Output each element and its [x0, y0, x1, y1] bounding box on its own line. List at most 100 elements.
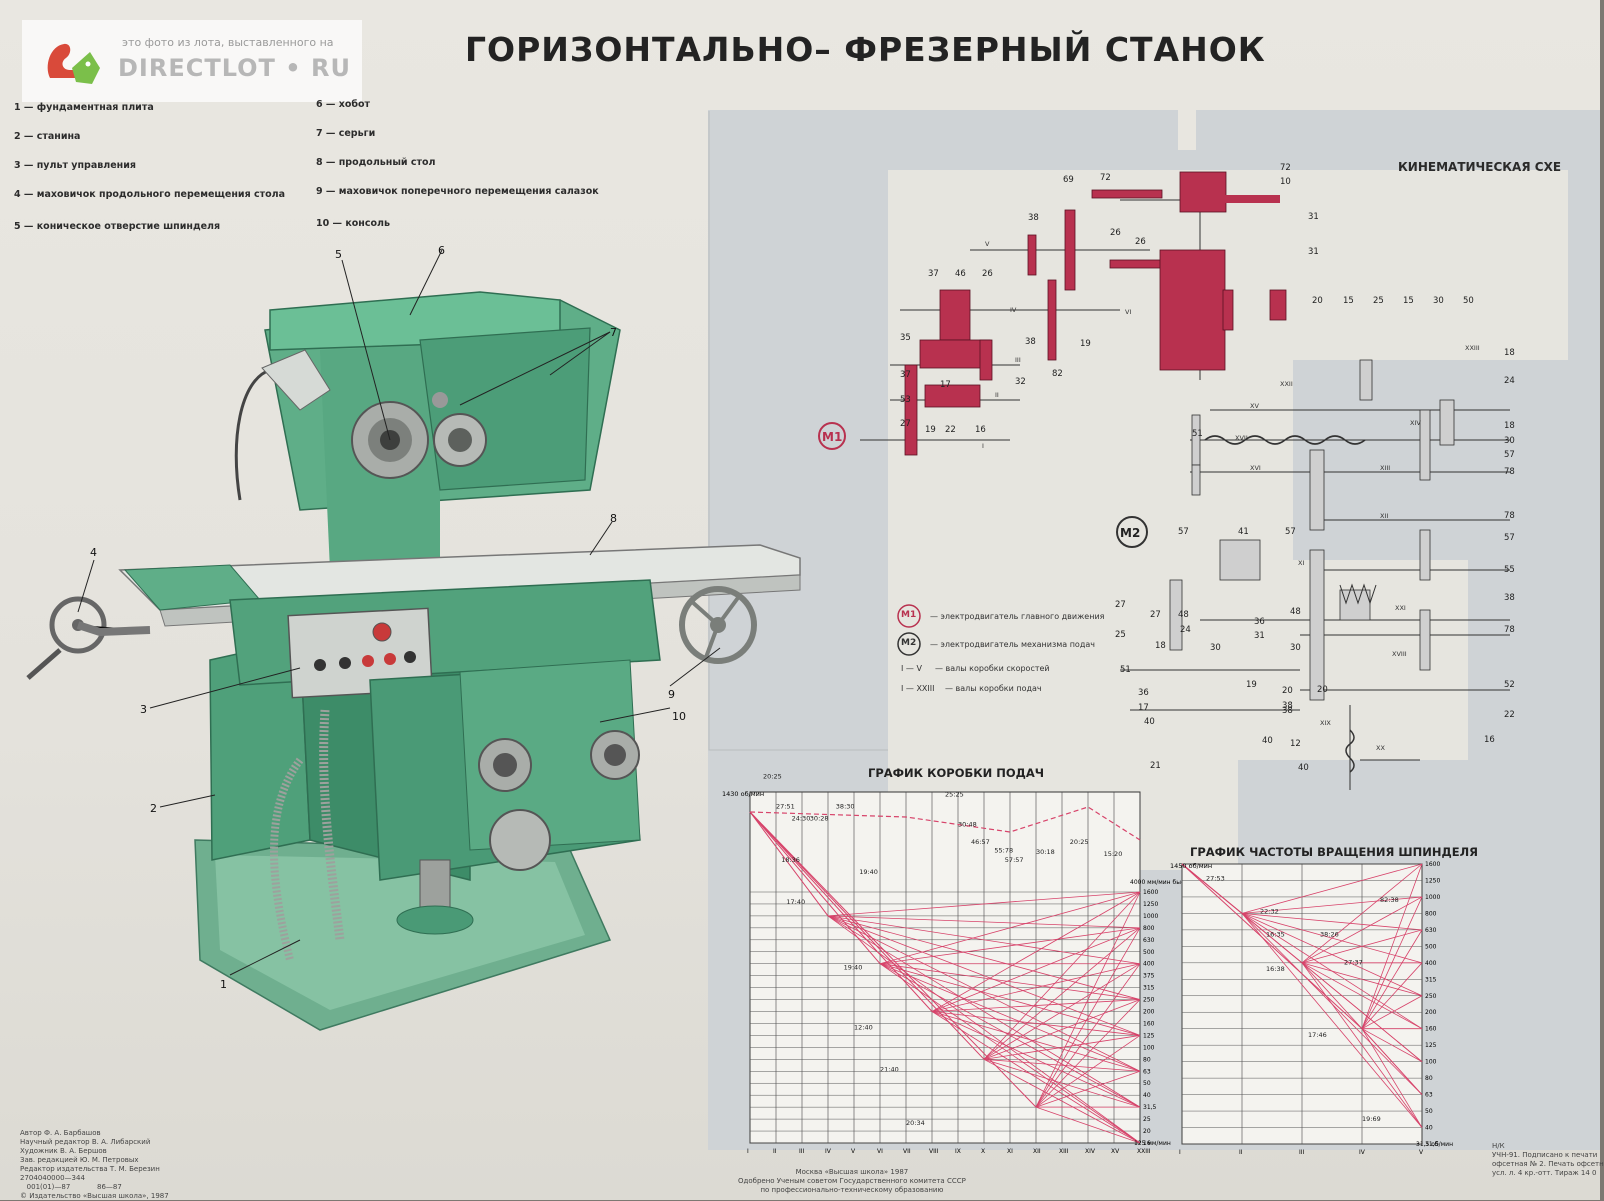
legend-item-1: 1 — фундаментная плита [14, 102, 154, 113]
shaft-label: XXI [1395, 604, 1406, 612]
ratio-line [1361, 896, 1423, 1029]
longitudinal-handwheel [49, 596, 107, 654]
ratio-label: 55:78 [994, 847, 1013, 855]
footer-credits: Автор Ф. А. Барбашов Научный редактор В.… [20, 1129, 169, 1200]
ratio-label: 30:48 [958, 820, 977, 828]
callout-8: 8 [610, 512, 617, 525]
feed-chart-title: ГРАФИК КОРОБКИ ПОДАЧ [868, 766, 1045, 780]
gear-label: 38 [1282, 701, 1293, 711]
left-top-label: 1430 об/мин [722, 790, 764, 798]
ratio-line [1361, 1028, 1423, 1062]
legend-m1-text: — электродвигатель главного движения [930, 612, 1105, 621]
ratio-line [931, 1011, 1141, 1144]
ratio-label: 15:20 [1104, 850, 1123, 858]
x-tick-label: X [981, 1148, 985, 1155]
gear-label: 55 [1504, 565, 1515, 575]
ratio-line [1301, 929, 1423, 964]
right-axis-value: 1000 [1425, 894, 1440, 901]
legend-shafts-speed-text: — валы коробки скоростей [935, 664, 1050, 673]
ratio-label: 46:57 [971, 838, 990, 846]
gear-label: 72 [1100, 173, 1111, 183]
gear-label: 36 [1254, 617, 1265, 627]
ratio-label: 27:37 [1344, 958, 1363, 966]
right-axis-value: 40 [1143, 1092, 1151, 1099]
ratio-label: 22:32 [1260, 907, 1279, 915]
gear-label: 30 [1433, 296, 1444, 306]
x-tick-label: III [799, 1148, 805, 1155]
gear-label: 38 [1282, 706, 1293, 716]
ratio-line [1181, 863, 1303, 964]
right-top-label: 4000 мм/мин быстрый ход [1130, 879, 1213, 886]
ratio-line [879, 963, 1141, 1108]
gear-label: 35 [900, 333, 911, 343]
right-axis-value: 100 [1425, 1059, 1437, 1066]
gear-label: 82 [1052, 369, 1063, 379]
ratio-label: 57:57 [1005, 856, 1024, 864]
legend-item-5: 5 — коническое отверстие шпинделя [14, 221, 221, 232]
shaft-label: XV [1250, 402, 1259, 410]
shaft-label: III [1015, 356, 1021, 364]
right-axis-value: 200 [1143, 1009, 1155, 1016]
right-axis-value: 400 [1425, 960, 1437, 967]
x-tick-label: XXIII [1137, 1148, 1151, 1155]
gear-label: 51 [1192, 429, 1203, 439]
x-tick-label: V [851, 1148, 856, 1155]
watermark-brand: DIRECTLOT • RU [118, 54, 351, 82]
x-tick-label: III [1299, 1149, 1305, 1156]
gear-label: 30 [1504, 436, 1515, 446]
gear-label: 19 [1246, 680, 1257, 690]
legend-shafts-feed-symbol: I — XXIII [901, 684, 935, 693]
ratio-label: 20:34 [906, 1119, 925, 1127]
right-axis-value: 800 [1425, 910, 1437, 917]
shaft-label: XVIII [1392, 650, 1407, 658]
shaft-label: II [995, 391, 999, 399]
ratio-line [1035, 1070, 1141, 1108]
x-tick-label: I [747, 1148, 749, 1155]
gear-label: 24 [1504, 376, 1515, 386]
x-tick-label: XIII [1059, 1148, 1069, 1155]
right-axis-value: 400 [1143, 961, 1155, 968]
right-axis-value: 315 [1143, 985, 1155, 992]
gear-label: 20 [1317, 685, 1328, 695]
ratio-label: 21:40 [880, 1065, 899, 1073]
ratio-line [931, 1011, 1141, 1072]
right-bottom-label: 31,5 об/мин [1416, 1141, 1453, 1148]
right-axis-value: 63 [1425, 1092, 1433, 1099]
right-axis-value: 630 [1143, 937, 1155, 944]
shaft-label: IV [1010, 306, 1017, 314]
right-axis-value: 125 [1425, 1042, 1437, 1049]
right-axis-value: 31,5 [1143, 1104, 1157, 1111]
gear-label: 15 [1403, 296, 1414, 306]
shaft-label: XIII [1380, 464, 1390, 472]
shaft-label: XVII [1235, 434, 1248, 442]
right-axis-value: 1600 [1425, 861, 1440, 868]
gear-label: 16 [1484, 735, 1495, 745]
spindle-chart-title: ГРАФИК ЧАСТОТЫ ВРАЩЕНИЯ ШПИНДЕЛЯ [1190, 845, 1478, 859]
gear-label: 18 [1504, 348, 1515, 358]
right-axis-value: 1600 [1143, 889, 1158, 896]
gear-label: 48 [1290, 607, 1301, 617]
shaft-label: XIV [1410, 419, 1421, 427]
x-tick-label: IV [825, 1148, 832, 1155]
x-tick-label: VI [877, 1148, 883, 1155]
gear-label: 40 [1298, 763, 1309, 773]
right-axis-value: 250 [1143, 997, 1155, 1004]
ratio-line [879, 963, 1141, 1000]
footer-print-info: Н/К УЧН-91. Подписано к печати офсетная … [1492, 1142, 1604, 1177]
ratio-line [1361, 995, 1423, 1030]
left-top-label: 1450 об/мин [1170, 862, 1212, 870]
callout-2: 2 [150, 802, 157, 815]
gear-label: 57 [1285, 527, 1296, 537]
gear-label: 38 [1028, 213, 1039, 223]
gear-label: 41 [1238, 527, 1249, 537]
ratio-line [983, 1035, 1141, 1060]
ratio-line [931, 891, 1141, 1012]
right-axis-value: 315 [1425, 976, 1437, 983]
gear-label: 15 [1343, 296, 1354, 306]
ratio-line [1241, 913, 1423, 1128]
x-tick-label: I [1179, 1149, 1181, 1156]
gear-label: 53 [900, 395, 911, 405]
right-axis-value: 31,5 [1425, 1141, 1439, 1148]
gear-label: 72 [1280, 163, 1291, 173]
